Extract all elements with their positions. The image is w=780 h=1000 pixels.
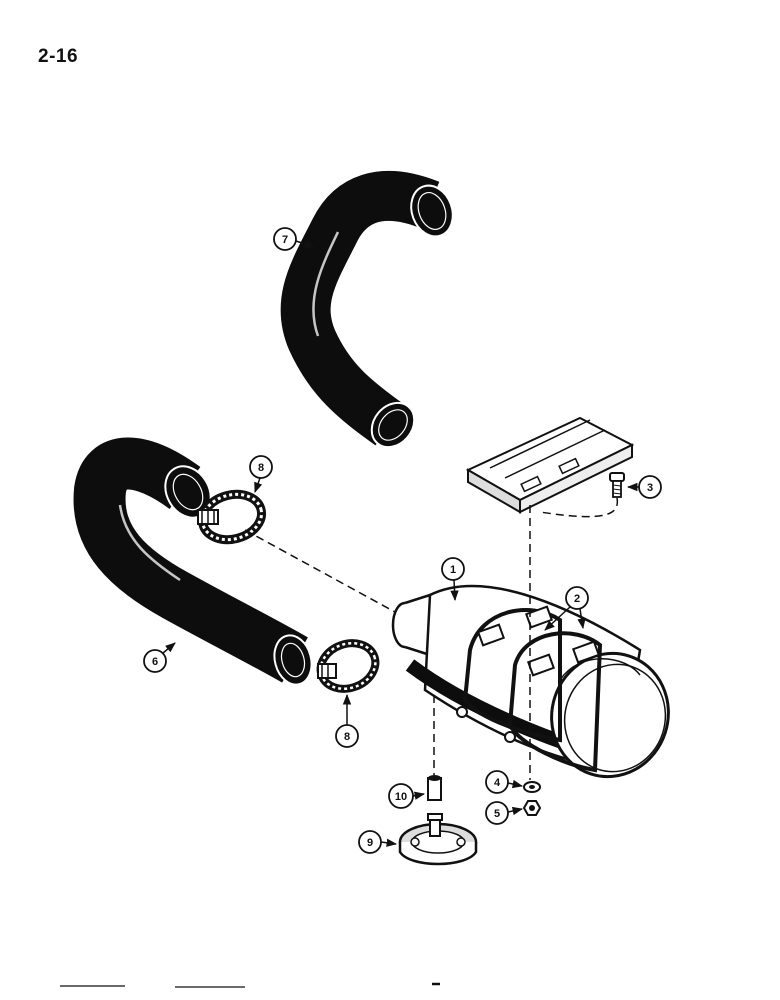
callout-label-4: 4 xyxy=(494,777,501,789)
callout-label-3: 3 xyxy=(647,482,653,494)
callout-1: 1 xyxy=(441,557,465,602)
sleeve xyxy=(427,775,442,801)
bottom-edge-marks xyxy=(60,982,440,988)
callout-3: 3 xyxy=(626,475,662,499)
bolt xyxy=(609,472,625,498)
callout-label-8-upper: 8 xyxy=(258,462,264,474)
callout-10: 10 xyxy=(388,783,426,809)
page-number: 2-16 xyxy=(38,46,79,67)
callout-8-upper: 8 xyxy=(249,455,273,493)
callout-label-7: 7 xyxy=(282,234,288,246)
mounting-bracket xyxy=(465,416,635,514)
lower-hose xyxy=(73,437,313,686)
callout-label-6: 6 xyxy=(152,656,158,668)
nut xyxy=(522,800,542,816)
callout-8-lower: 8 xyxy=(335,693,359,748)
callout-label-1: 1 xyxy=(450,564,456,576)
callout-label-9: 9 xyxy=(367,837,373,849)
upper-hose-clamp xyxy=(197,489,267,545)
callout-9: 9 xyxy=(358,830,398,854)
callout-label-2: 2 xyxy=(574,593,580,605)
callout-7: 7 xyxy=(273,227,315,251)
callout-label-10: 10 xyxy=(395,791,407,803)
upper-hose xyxy=(280,171,454,449)
callout-5: 5 xyxy=(485,801,524,825)
callout-label-8-lower: 8 xyxy=(344,731,350,743)
dust-valve xyxy=(398,813,478,866)
callout-4: 4 xyxy=(485,770,524,794)
air-cleaner-body xyxy=(391,584,670,779)
alignment-lines xyxy=(244,497,619,780)
callout-label-5: 5 xyxy=(494,808,500,820)
callout-6: 6 xyxy=(143,642,176,673)
lower-hose-clamp xyxy=(316,639,380,693)
callout-2: 2 xyxy=(544,586,589,631)
washer xyxy=(523,781,541,793)
